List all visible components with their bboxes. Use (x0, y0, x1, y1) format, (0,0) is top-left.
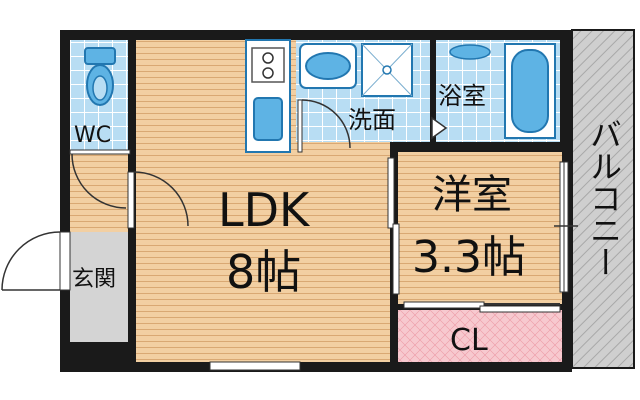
wc-label: WC (74, 123, 111, 148)
entrance-door[interactable] (1, 231, 71, 291)
western-room-floor (398, 152, 562, 304)
bathroom-label: 浴室 (438, 82, 486, 110)
closet-floor (398, 310, 562, 362)
closet-label: CL (450, 323, 488, 358)
toilet-icon (84, 47, 116, 106)
bathtub-icon (504, 43, 556, 139)
wc-door[interactable] (69, 149, 131, 209)
washroom-label: 洗面 (348, 106, 396, 134)
western-room-label: 洋室 (432, 172, 512, 218)
washroom-door[interactable] (297, 99, 351, 153)
ldk-size: 8帖 (226, 245, 301, 299)
shower-icon (449, 44, 491, 60)
bathroom-folding-door[interactable] (431, 116, 448, 140)
kitchen-counter (245, 39, 291, 153)
ldk-window (209, 361, 301, 371)
balcony-label: バルコニー (585, 118, 623, 278)
ldk-door[interactable] (127, 171, 189, 229)
stove-burner-icon (262, 67, 274, 79)
hallway-floor (70, 150, 128, 232)
entrance-label: 玄関 (72, 267, 116, 292)
washbasin-icon (299, 43, 357, 89)
entrance-floor (70, 232, 128, 342)
ldk-label: LDK (218, 183, 311, 237)
western-room-sliding-door[interactable] (387, 157, 400, 295)
closet-sliding-door[interactable] (403, 301, 561, 313)
washing-machine-pan-icon (361, 43, 413, 97)
sink-icon (253, 97, 283, 141)
stove-burner-icon (262, 52, 274, 64)
balcony-window[interactable] (554, 161, 578, 293)
western-room-size: 3.3帖 (412, 232, 526, 283)
balcony-area (571, 29, 635, 369)
